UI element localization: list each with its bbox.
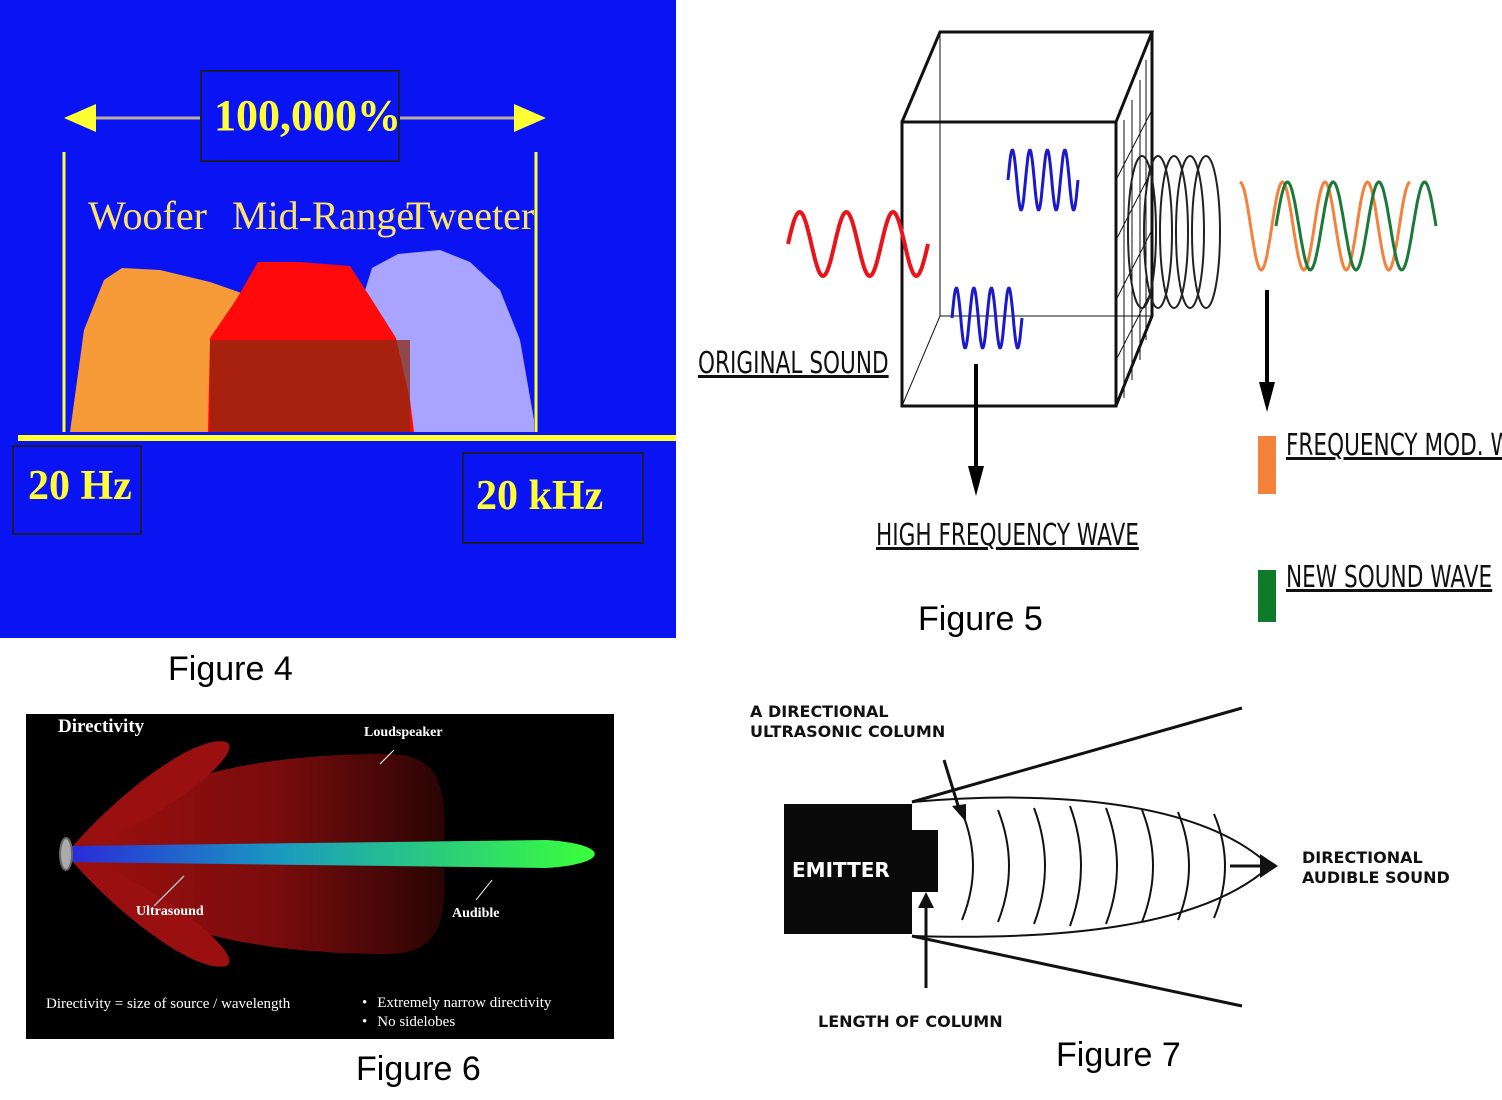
directivity-formula: Directivity = size of source / wavelengt… — [46, 996, 291, 1012]
directivity-graphic — [59, 741, 595, 967]
figure-7-ultrasonic-column-panel: A DIRECTIONAL ULTRASONIC COLUMN EMITTER … — [730, 690, 1502, 1050]
percent-label-box — [200, 70, 400, 162]
ultrasound-label: Ultrasound — [136, 904, 204, 919]
loudspeaker-upper-sidelobe — [66, 741, 230, 856]
emitter-label: EMITTER — [792, 858, 890, 882]
bullet-list: •Extremely narrow directivity •No sidelo… — [362, 994, 551, 1032]
high-freq-label: 20 kHz — [476, 473, 604, 519]
down-arrowhead-right-icon — [1259, 382, 1275, 412]
carrier-wave-upper — [1006, 148, 1080, 212]
bullet-item: •Extremely narrow directivity — [362, 995, 552, 1011]
woofer-label: Woofer — [88, 193, 207, 238]
figure-6-caption: Figure 6 — [356, 1050, 481, 1088]
audible-arrowhead-icon — [1260, 854, 1278, 878]
figure-7-caption: Figure 7 — [1056, 1036, 1181, 1074]
speaker-range-graphic — [18, 104, 676, 441]
beam-upper-edge — [911, 706, 1243, 804]
audible-pointer — [475, 879, 493, 901]
bullet-text: No sidelobes — [377, 1014, 456, 1030]
down-arrowhead-left-icon — [968, 466, 984, 496]
wavefront-arc — [961, 811, 974, 921]
column-label: A DIRECTIONAL ULTRASONIC COLUMN — [750, 702, 946, 741]
new-sound-wave — [1274, 180, 1438, 272]
bullet-item: •No sidelobes — [362, 1014, 456, 1030]
wavefront-arc — [997, 809, 1010, 923]
original-sound-wave — [786, 209, 930, 279]
column-pointer-head-icon — [952, 804, 966, 822]
new-sound-wave-label: NEW SOUND WAVE — [1286, 560, 1493, 595]
freq-mod-wave-label: FREQUENCY MOD. WAVE — [1286, 428, 1502, 463]
woofer-shape — [70, 268, 250, 432]
audible-label: Audible — [452, 906, 500, 921]
low-freq-label: 20 Hz — [28, 463, 132, 509]
wavefront-arc — [1213, 813, 1226, 919]
ultrasonic-wavefronts — [961, 805, 1226, 927]
loudspeaker-lower-sidelobe — [66, 852, 230, 967]
low-freq-box — [12, 445, 142, 535]
audible-sound-label: DIRECTIONAL AUDIBLE SOUND — [1302, 848, 1450, 887]
wavefront-arc — [1069, 805, 1082, 927]
length-label: LENGTH OF COLUMN — [818, 1012, 1003, 1031]
wavefront-arc — [1177, 811, 1190, 921]
wavefront-arc — [1033, 807, 1046, 925]
freq-mod-wave — [1239, 180, 1411, 272]
new-sound-legend-swatch — [1258, 570, 1276, 622]
high-freq-wave-label: HIGH FREQUENCY WAVE — [876, 518, 1139, 553]
loudspeaker-pointer — [379, 749, 395, 765]
modulation-graphic — [786, 30, 1438, 622]
wavefront-arc — [1141, 809, 1154, 923]
figure-6-directivity-panel: Directivity Loudspeaker Ultrasound Audib… — [26, 714, 614, 1039]
original-sound-label: ORIGINAL SOUND — [698, 346, 889, 381]
wavefront-arc — [1105, 807, 1118, 925]
column-pointer — [942, 759, 962, 813]
midrange-texture — [210, 340, 410, 432]
coil-rings — [1127, 155, 1221, 309]
figure-4-speaker-range-panel: 100,000% Woofer Mid-Range Tweeter 20 Hz … — [0, 0, 676, 638]
ultrasonic-column-graphic — [784, 706, 1278, 1008]
ultrasound-pointer — [153, 875, 185, 907]
transducer-cube — [900, 30, 1155, 408]
loudspeaker-label: Loudspeaker — [364, 725, 443, 740]
figure-5-caption: Figure 5 — [918, 600, 1043, 638]
beam-lower-edge — [911, 934, 1243, 1008]
tweeter-label: Tweeter — [406, 193, 535, 238]
length-pointer-head-icon — [918, 892, 934, 908]
figure-4-caption: Figure 4 — [168, 650, 293, 688]
carrier-wave-lower — [950, 286, 1024, 350]
emitter-nozzle — [912, 830, 938, 892]
freq-mod-legend-swatch — [1258, 436, 1276, 494]
directivity-title: Directivity — [58, 716, 145, 737]
high-freq-box — [462, 452, 644, 544]
right-arrowhead-icon — [514, 104, 546, 132]
figure-5-modulation-panel: ORIGINAL SOUND HIGH FREQUENCY WAVE FREQU… — [680, 0, 1502, 640]
midrange-label: Mid-Range — [232, 193, 415, 238]
ultrasound-emitter-disc — [59, 837, 73, 871]
left-arrowhead-icon — [64, 104, 96, 132]
percent-label: 100,000% — [214, 91, 401, 140]
emitter-body — [784, 804, 912, 934]
bullet-text: Extremely narrow directivity — [377, 995, 552, 1011]
ultrasound-beam — [70, 840, 595, 868]
